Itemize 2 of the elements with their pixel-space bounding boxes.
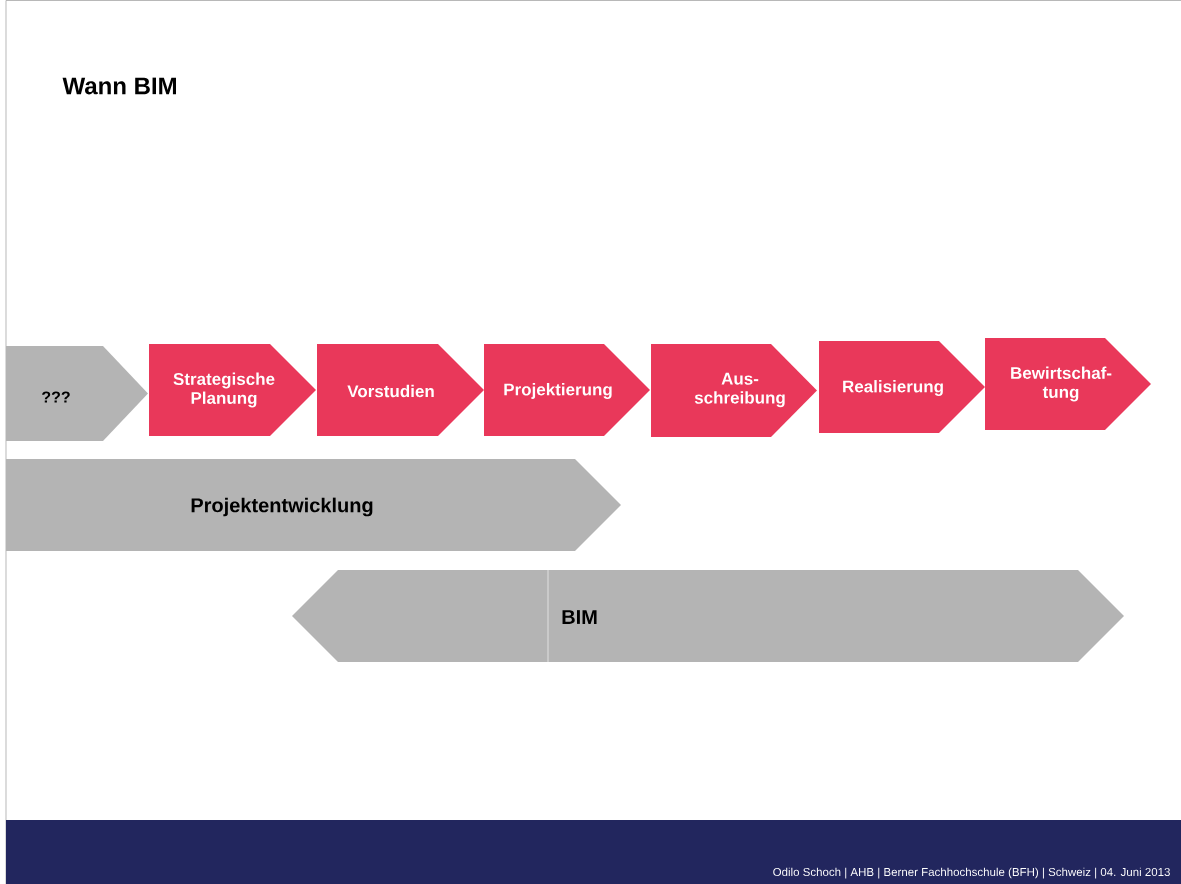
footer-text: Odilo Schoch | AHB | Berner Fachhochschule (BFH) | Schweiz | 04. Juni 2013 (773, 867, 1170, 879)
title: Wann BIM (62, 77, 176, 95)
